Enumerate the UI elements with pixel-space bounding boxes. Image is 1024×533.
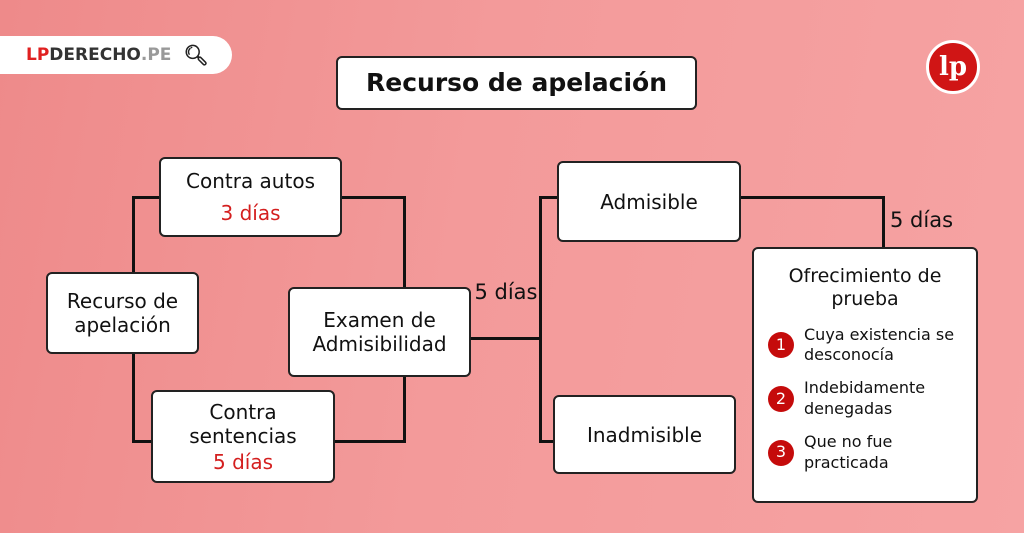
connector xyxy=(340,196,405,199)
node-contra-sentencias: Contra sentencias 5 días xyxy=(151,390,335,483)
number-badge-icon: 1 xyxy=(768,332,794,359)
connector xyxy=(539,196,542,442)
node-days: 5 días xyxy=(212,449,273,474)
lp-logo: lp xyxy=(926,40,980,94)
item-text: Que no fue practicada xyxy=(804,431,893,472)
connector xyxy=(403,196,406,288)
connector xyxy=(740,196,885,199)
node-label: Contra sentencias xyxy=(189,399,297,448)
connector xyxy=(132,196,160,199)
brand-suffix: .PE xyxy=(140,45,172,65)
node-days: 3 días xyxy=(220,201,281,225)
number-badge-icon: 3 xyxy=(768,439,794,466)
node-label: Contra autos xyxy=(186,169,315,193)
node-recurso: Recurso de apelación xyxy=(46,272,199,354)
brand-name: DERECHO xyxy=(49,45,141,65)
edge-label-5-dias: 5 días xyxy=(890,208,954,232)
connector xyxy=(403,376,406,442)
edge-label-5-dias: 5 días xyxy=(474,280,538,304)
node-examen: Examen de Admisibilidad xyxy=(288,287,471,377)
node-ofrecimiento-prueba: Ofrecimiento de prueba 1 Cuya existencia … xyxy=(752,247,978,503)
prueba-item: 1 Cuya existencia se desconocía xyxy=(754,325,976,367)
connector xyxy=(470,337,541,340)
search-icon: 🔍︎ xyxy=(183,43,209,67)
item-text: Cuya existencia se desconocía xyxy=(804,324,955,365)
brand-prefix: LP xyxy=(26,45,50,65)
node-contra-autos: Contra autos 3 días xyxy=(159,157,342,237)
connector xyxy=(539,440,555,443)
page-title: Recurso de apelación xyxy=(336,56,697,110)
connector xyxy=(539,196,559,199)
number-badge-icon: 2 xyxy=(768,385,794,412)
item-text: Indebidamente denegadas xyxy=(804,378,926,418)
prueba-item: 3 Que no fue practicada xyxy=(754,432,976,474)
prueba-title: Ofrecimiento de prueba xyxy=(788,265,942,310)
connector xyxy=(132,440,152,443)
connector xyxy=(334,440,406,443)
prueba-item: 2 Indebidamente denegadas xyxy=(754,378,976,420)
node-admisible: Admisible xyxy=(557,161,741,242)
connector xyxy=(882,196,885,248)
node-inadmisible: Inadmisible xyxy=(553,395,736,474)
